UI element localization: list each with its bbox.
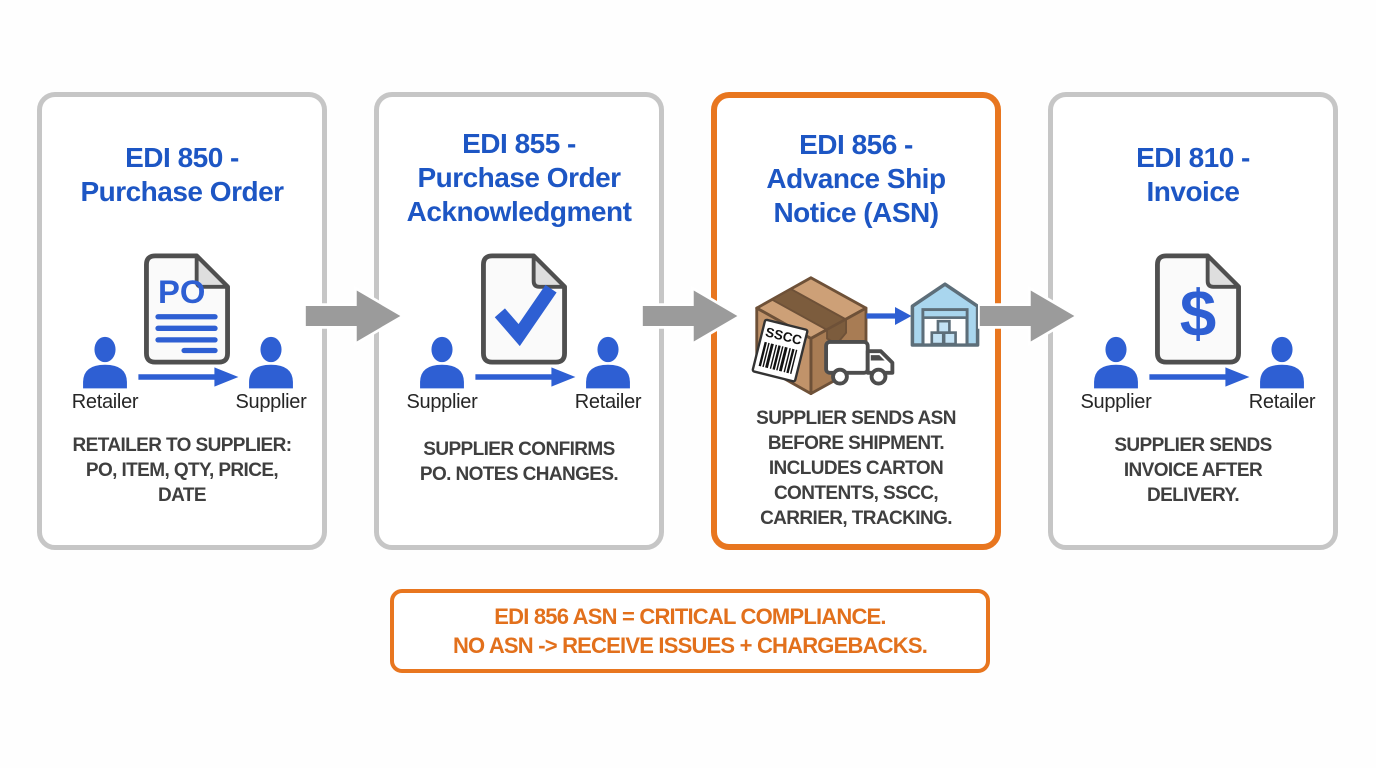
supplier-person-icon xyxy=(1094,336,1138,389)
to-label: Supplier xyxy=(235,391,307,413)
purchase-order-document-icon: PO xyxy=(144,253,230,365)
callout-line-2: NO ASN -> RECEIVE ISSUES + CHARGEBACKS. xyxy=(452,633,928,658)
flow-arrow-icon xyxy=(304,285,404,347)
warehouse-icon xyxy=(910,282,980,347)
retailer-person-icon xyxy=(586,336,630,389)
to-label: Retailer xyxy=(574,391,642,413)
flow-arrow-icon xyxy=(641,285,741,347)
retailer-person-icon xyxy=(83,336,127,389)
card-title: EDI 856 - Advance Ship Notice (ASN) xyxy=(766,129,946,228)
doc-label: PO xyxy=(158,273,205,310)
card-title: EDI 855 - Purchase Order Acknowledgment xyxy=(406,128,632,227)
supplier-person-icon xyxy=(420,336,464,389)
flow-arrow-icon xyxy=(978,285,1078,347)
truck-icon xyxy=(824,340,895,386)
card-description: SUPPLIER SENDS INVOICE AFTER DELIVERY. xyxy=(1114,435,1272,506)
retailer-person-icon xyxy=(1260,336,1304,389)
card-title: EDI 850 - Purchase Order xyxy=(80,142,284,207)
doc-label: $ xyxy=(1180,277,1217,350)
callout-line-1: EDI 856 ASN = CRITICAL COMPLIANCE. xyxy=(494,604,886,629)
supplier-person-icon xyxy=(249,336,293,389)
transfer-arrow-icon xyxy=(475,367,576,387)
ship-to-warehouse-arrow-icon xyxy=(866,307,912,325)
from-label: Retailer xyxy=(71,391,139,413)
to-label: Retailer xyxy=(1248,391,1316,413)
card-edi-855: EDI 855 - Purchase Order Acknowledgment … xyxy=(374,92,664,550)
from-label: Supplier xyxy=(1080,391,1152,413)
invoice-document-icon: $ xyxy=(1155,253,1241,365)
card-edi-850: EDI 850 - Purchase Order PO Retailer S xyxy=(37,92,327,550)
transfer-arrow-icon xyxy=(1149,367,1250,387)
from-label: Supplier xyxy=(406,391,478,413)
compliance-callout: EDI 856 ASN = CRITICAL COMPLIANCE. NO AS… xyxy=(390,589,990,673)
card-description: SUPPLIER CONFIRMS PO. NOTES CHANGES. xyxy=(419,439,619,485)
card-title: EDI 810 - Invoice xyxy=(1136,142,1250,207)
card-description: SUPPLIER SENDS ASN BEFORE SHIPMENT. INCL… xyxy=(756,408,956,529)
card-edi-856: EDI 856 - Advance Ship Notice (ASN) SSCC xyxy=(711,92,1001,550)
transfer-arrow-icon xyxy=(138,367,239,387)
acknowledgment-document-icon xyxy=(481,253,567,365)
card-description: RETAILER TO SUPPLIER: PO, ITEM, QTY, PRI… xyxy=(72,435,293,506)
card-edi-810: EDI 810 - Invoice $ Supplier Retailer SU… xyxy=(1048,92,1338,550)
